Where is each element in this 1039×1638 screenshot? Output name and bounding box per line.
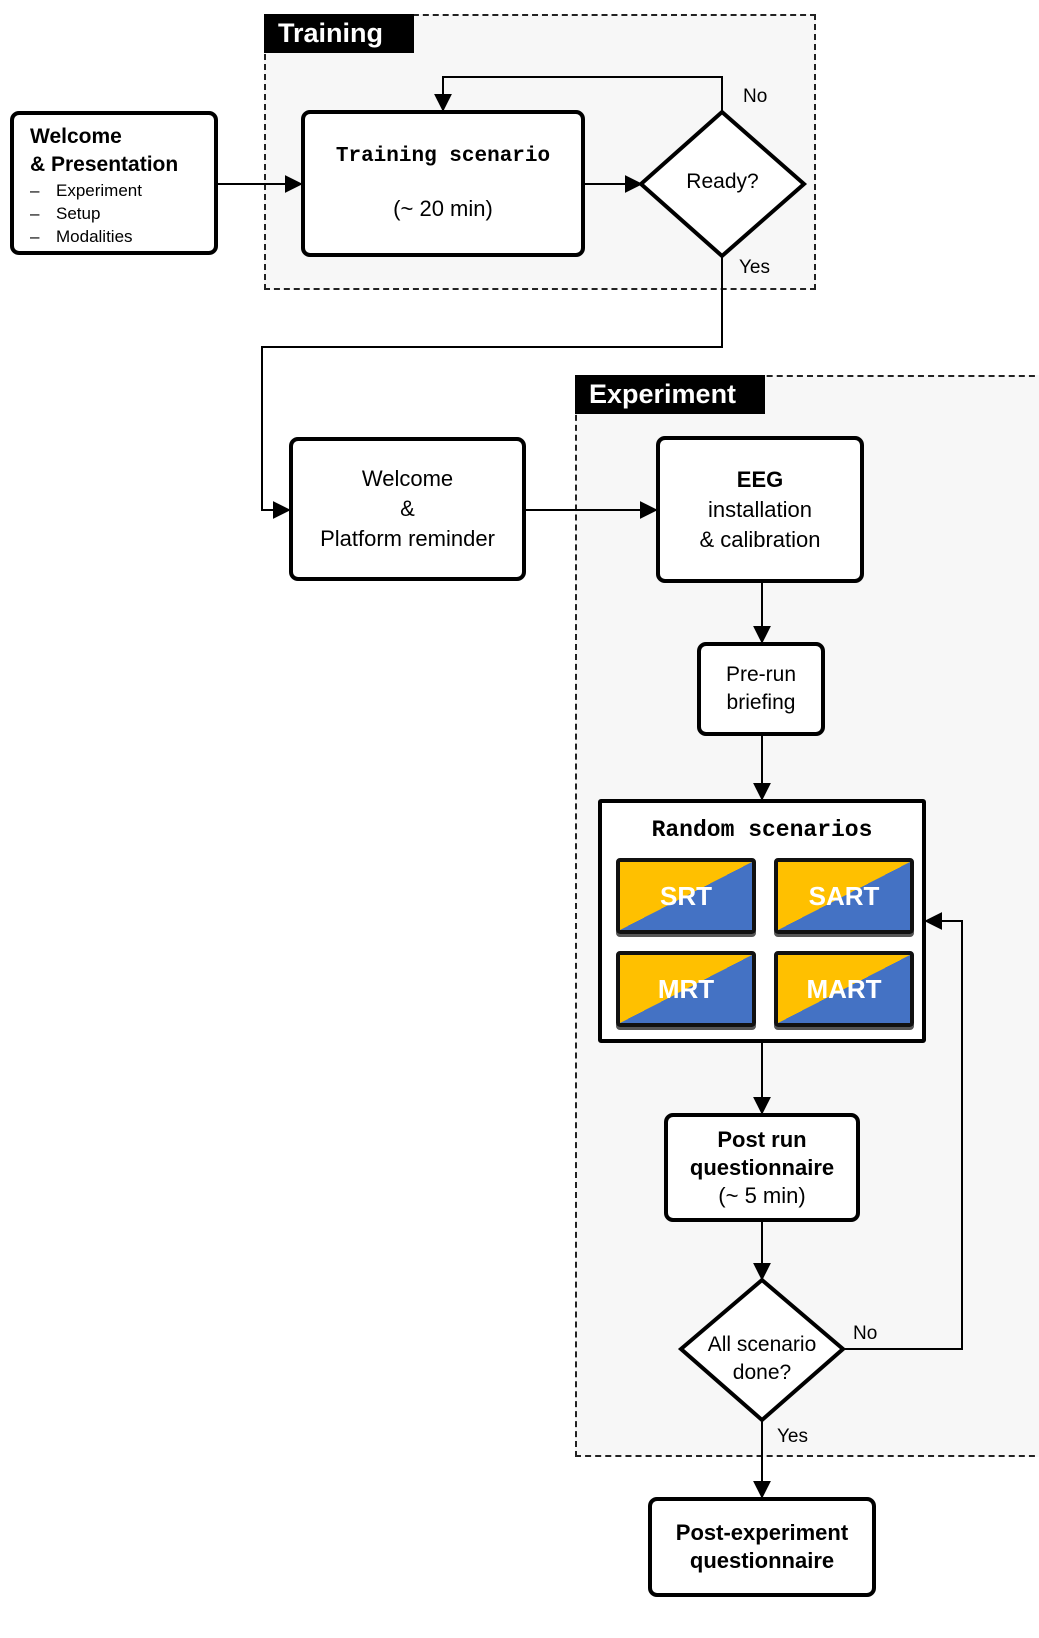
welcome-presentation-list: –Experiment –Setup –Modalities [30, 179, 214, 248]
experiment-group-title: Experiment [575, 375, 765, 414]
post-run-box: Post run questionnaire (~ 5 min) [664, 1113, 860, 1222]
pre-run-line1: Pre-run [725, 663, 797, 686]
post-run-line3: (~ 5 min) [718, 1182, 806, 1208]
training-scenario-duration: (~ 20 min) [393, 196, 493, 221]
edge-ready-no-loop [434, 76, 723, 112]
ready-decision-label: Ready? [686, 170, 759, 193]
all-done-line2: done? [732, 1361, 792, 1384]
post-run-line2: questionnaire [689, 1154, 835, 1180]
done-yes-label: Yes [777, 1426, 808, 1447]
list-item: –Setup [30, 204, 101, 223]
eeg-title: EEG [736, 466, 784, 492]
welcome-reminder-line2: & [400, 496, 415, 521]
ready-yes-label: Yes [739, 257, 770, 278]
scenario-tile-mart: MART [774, 951, 914, 1027]
eeg-box: EEG installation & calibration [656, 436, 864, 583]
post-run-line1: Post run [717, 1126, 807, 1152]
post-experiment-line1: Post-experiment [675, 1520, 849, 1545]
training-scenario-box: Training scenario (~ 20 min) [301, 110, 585, 257]
welcome-reminder-line3: Platform reminder [320, 526, 495, 551]
list-item: –Modalities [30, 227, 133, 246]
post-experiment-line2: questionnaire [689, 1548, 835, 1573]
scenario-tile-mrt: MRT [616, 951, 756, 1027]
all-done-line1: All scenario [707, 1333, 817, 1356]
scenario-tile-sart: SART [774, 858, 914, 934]
welcome-presentation-box: Welcome & Presentation –Experiment –Setu… [10, 111, 218, 255]
ready-no-label: No [743, 86, 768, 107]
pre-run-box: Pre-run briefing [697, 642, 825, 736]
edge-done-no-loop [843, 912, 963, 1350]
edge-ready-yes [261, 256, 723, 519]
random-scenarios-box: Random scenarios SRT SART MRT MART [598, 799, 926, 1043]
all-done-decision-shape [677, 1277, 847, 1423]
welcome-reminder-line1: Welcome [361, 466, 454, 491]
eeg-line3: & calibration [699, 526, 821, 552]
pre-run-line2: briefing [726, 691, 796, 714]
welcome-reminder-box: Welcome & Platform reminder [289, 437, 526, 581]
random-scenarios-title: Random scenarios [651, 817, 873, 843]
training-group-title: Training [264, 14, 414, 53]
done-no-label: No [853, 1323, 878, 1344]
scenario-tile-srt: SRT [616, 858, 756, 934]
post-experiment-box: Post-experiment questionnaire [648, 1497, 876, 1597]
ready-decision-shape [637, 109, 808, 259]
eeg-line2: installation [708, 496, 812, 522]
all-done-decision-label: All scenario done? [681, 1331, 843, 1387]
training-scenario-title: Training scenario [335, 145, 551, 168]
list-item: –Experiment [30, 181, 142, 200]
welcome-presentation-title: Welcome & Presentation [30, 125, 179, 176]
